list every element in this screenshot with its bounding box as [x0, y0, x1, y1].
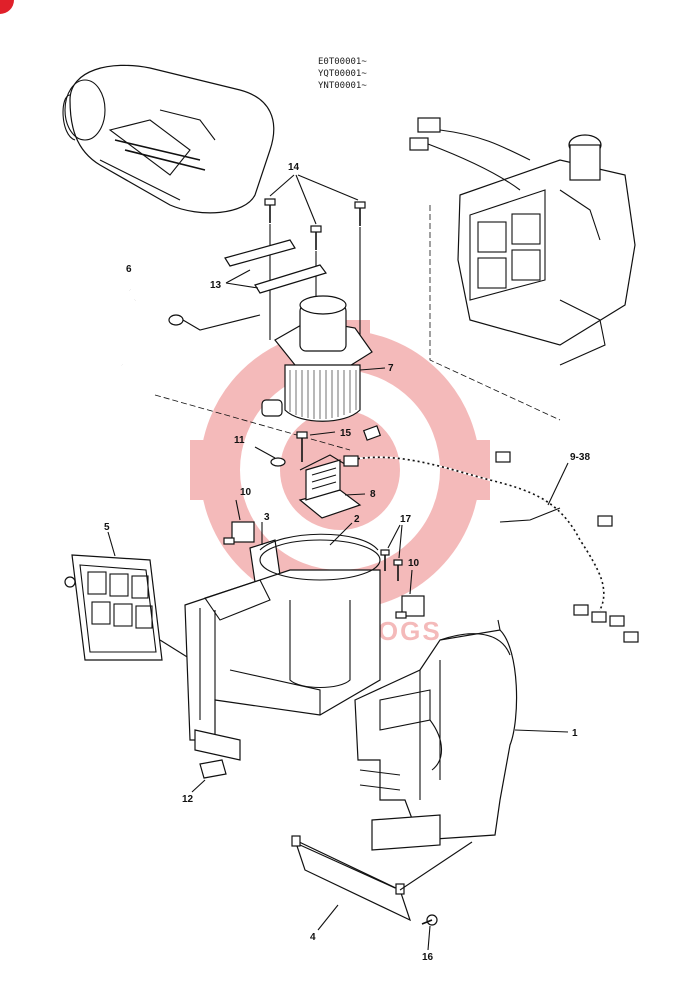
- hose-6: [118, 288, 261, 366]
- callout-9-38: 9-38: [570, 452, 590, 463]
- reference-line-upper: [429, 205, 561, 421]
- blower-motor-7: [261, 295, 386, 422]
- callout-2: 2: [354, 514, 360, 525]
- callout-11: 11: [234, 435, 245, 446]
- callout-14: 14: [288, 162, 300, 173]
- cover-4: [291, 835, 473, 931]
- relay-10-right: [395, 569, 425, 619]
- relay-10-left: [223, 499, 255, 545]
- callout-12: 12: [182, 794, 194, 805]
- serial-number-1: YQT00001~: [318, 69, 367, 79]
- callout-13: 13: [210, 280, 222, 291]
- clip-12: [191, 759, 227, 793]
- filter-5: [64, 531, 201, 666]
- screw-group-17: [380, 524, 403, 581]
- case-lower-right-1: [354, 619, 569, 851]
- callout-7: 7: [388, 363, 394, 374]
- reference-line-left: [154, 394, 351, 451]
- callout-8: 8: [370, 489, 376, 500]
- screw-15: [296, 431, 336, 462]
- serial-number-block: E0T00001~ YQT00001~ YNT00001~: [318, 57, 367, 91]
- plate-group-13: [224, 239, 327, 294]
- callout-15: 15: [340, 428, 352, 439]
- callout-10-right: 10: [408, 558, 420, 569]
- callout-10-left: 10: [240, 487, 252, 498]
- washer-11: [254, 446, 286, 467]
- serial-number-0: E0T00001~: [318, 57, 367, 67]
- corner-badge: [0, 0, 14, 14]
- callout-17: 17: [400, 514, 412, 525]
- callout-labels: 1 2 3 4 5 6 7 8 9-38 10 10 11 12 13 14 1…: [104, 162, 590, 963]
- callout-1: 1: [572, 728, 578, 739]
- resistor-8: [298, 454, 366, 519]
- callout-6: 6: [126, 264, 132, 275]
- wire-harness-9-38: [343, 425, 639, 643]
- callout-16: 16: [422, 952, 434, 963]
- callout-3: 3: [264, 512, 270, 523]
- callout-4: 4: [310, 932, 316, 943]
- bracket-3: [249, 522, 281, 583]
- controller-unit-inset: [409, 117, 636, 366]
- case-lower-left-2: [184, 522, 381, 761]
- blower-assembly-inset: [62, 64, 275, 214]
- serial-number-2: YNT00001~: [318, 81, 367, 91]
- screw-16: [421, 914, 438, 951]
- callout-5: 5: [104, 522, 110, 533]
